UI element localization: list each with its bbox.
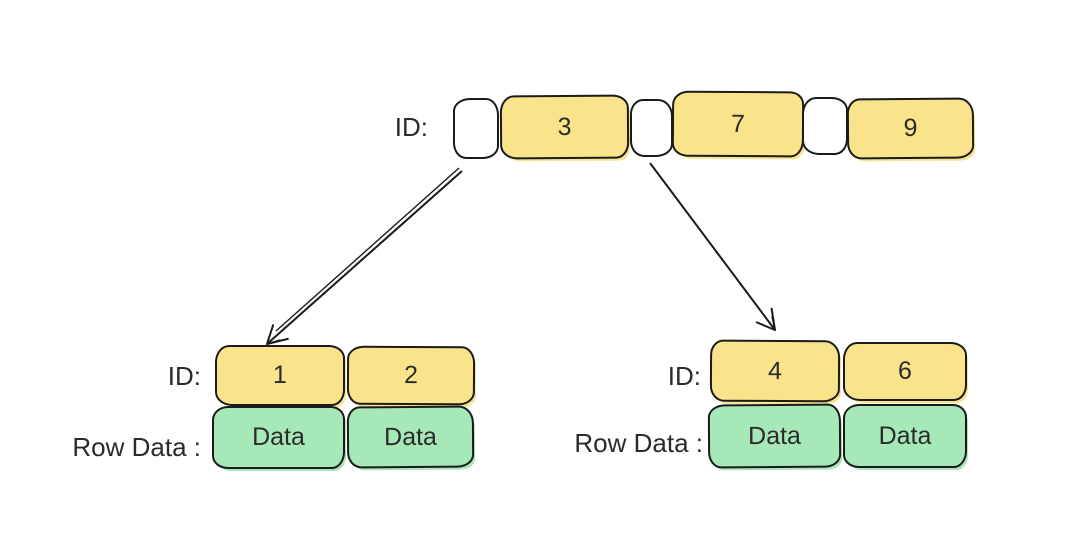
root-pointer-cell-3 — [802, 97, 848, 155]
leaf-right-id-label: ID: — [667, 361, 701, 391]
leaf-right-data-cell-1: Data — [707, 403, 842, 469]
leaf-left-key-cell-1: 1 — [215, 345, 345, 406]
arrow-root-to-left-leaf — [266, 167, 463, 345]
leaf-right-key-cell-4: 4 — [709, 339, 841, 403]
leaf-right-data-cell-2: Data — [843, 404, 967, 468]
leaf-left-id-label: ID: — [167, 361, 201, 391]
root-key-cell-9: 9 — [846, 97, 975, 160]
root-key-cell-7: 7 — [671, 90, 805, 158]
leaf-left-row-label: Row Data : — [72, 432, 201, 462]
leaf-right-row-label: Row Data : — [574, 428, 703, 458]
leaf-left-data-cell-2: Data — [346, 405, 475, 469]
arrow-root-to-right-leaf — [649, 162, 776, 331]
root-id-label: ID: — [394, 112, 428, 142]
leaf-left-data-cell-1: Data — [212, 406, 345, 469]
root-pointer-cell-1 — [453, 98, 499, 159]
leaf-right-key-cell-6: 6 — [843, 342, 967, 401]
root-key-cell-3: 3 — [499, 94, 630, 160]
root-pointer-cell-2 — [630, 99, 673, 157]
leaf-left-key-cell-2: 2 — [346, 345, 476, 406]
